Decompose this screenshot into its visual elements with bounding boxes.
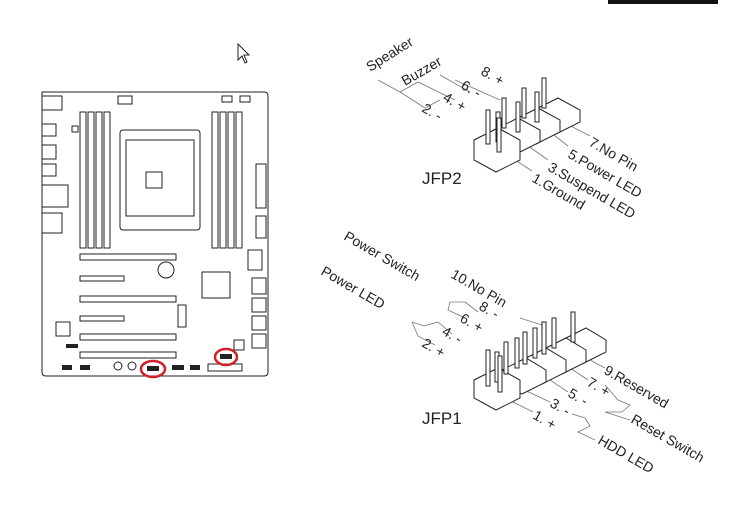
jfp1-pin-10: 10.No Pin	[449, 266, 510, 311]
jfp1-group-hdd-led: HDD LED	[596, 432, 657, 477]
motherboard-layout	[41, 91, 269, 379]
jfp1-group-power-switch: Power Switch	[342, 228, 423, 284]
jfp1-connector	[411, 301, 631, 441]
jfp2-group-buzzer: Buzzer	[399, 53, 445, 89]
jfp2-highlight-circle	[213, 347, 239, 367]
header-bar	[608, 0, 718, 4]
jfp2-pin-8: 8. +	[479, 63, 508, 89]
jfp2-connector	[377, 74, 591, 173]
jfp1-group-power-led: Power LED	[319, 263, 388, 312]
jfp2-header-location	[220, 354, 232, 359]
jfp1-header-location	[147, 366, 159, 371]
jfp2-pin-2: 2. -	[420, 100, 446, 124]
jfp1-title: JFP1	[422, 409, 462, 428]
jfp1-highlight-circle	[139, 359, 167, 379]
mouse-cursor-icon	[237, 42, 251, 64]
jfp2-title: JFP2	[422, 169, 462, 188]
